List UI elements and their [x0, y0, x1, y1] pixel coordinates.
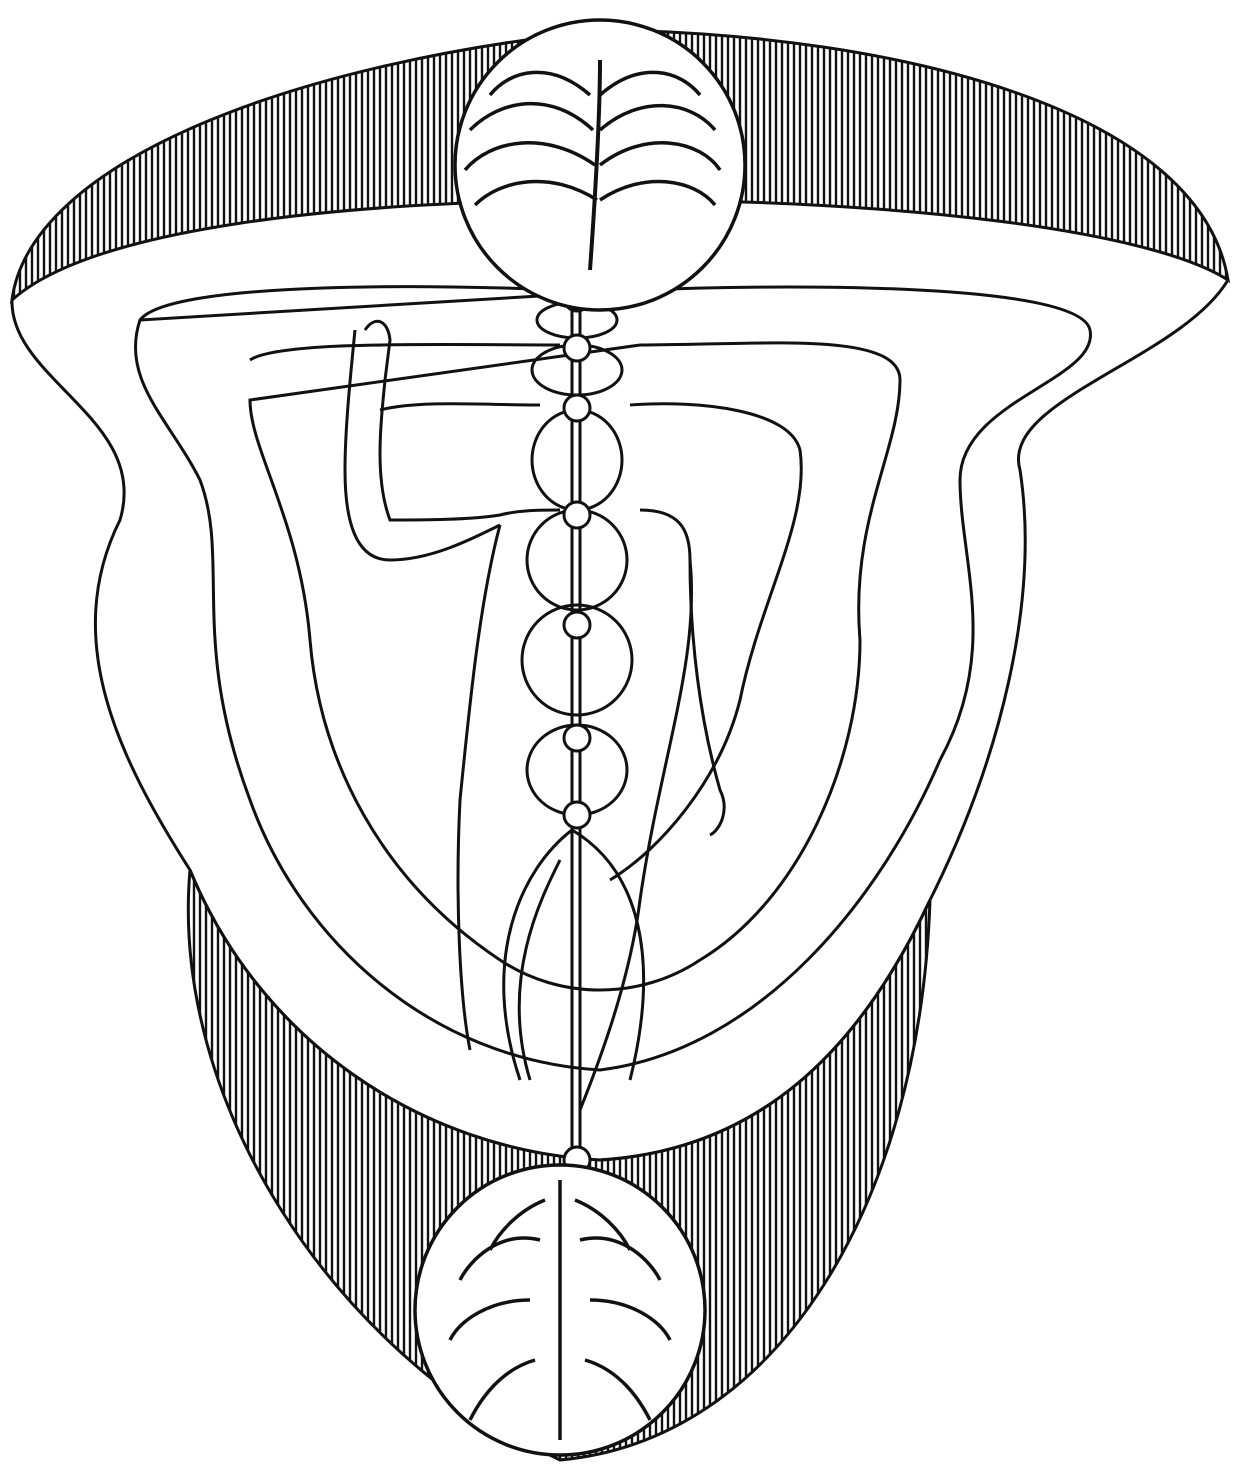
spine-nodes	[564, 285, 590, 1173]
aura-contours	[12, 280, 1228, 1160]
root-sun-circle	[415, 1165, 705, 1455]
spine-node	[564, 725, 590, 751]
crown-leaf-circle	[455, 20, 745, 310]
spine-node	[564, 802, 590, 828]
spine-node	[564, 502, 590, 528]
spine-node	[564, 335, 590, 361]
spine-node	[564, 395, 590, 421]
spine-node	[564, 612, 590, 638]
